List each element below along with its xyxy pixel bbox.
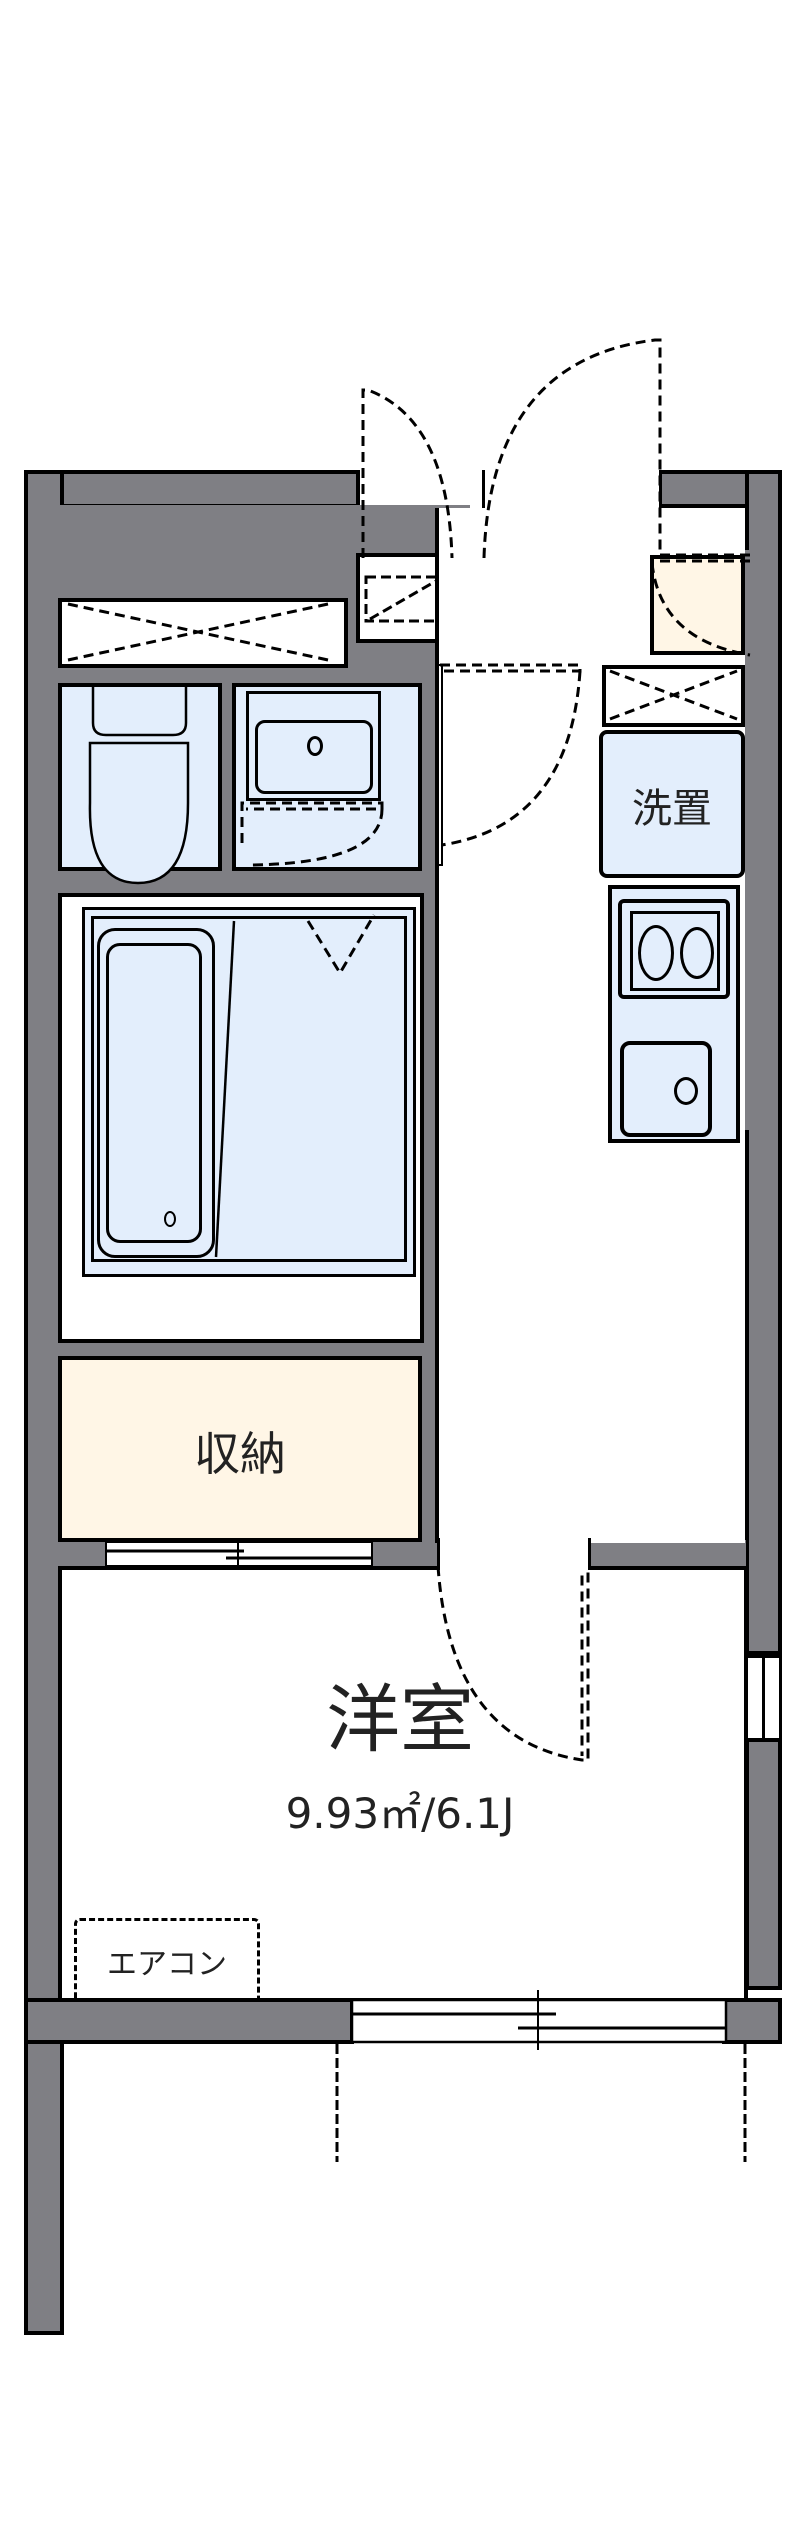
outer-wall-right-lower [745,1738,782,1990]
outer-wall-right-upper [745,470,782,1655]
balcony-outline [335,2044,747,2162]
air-conditioner-label: エアコン [107,1947,227,1982]
washroom-inner-door-swing [240,801,384,867]
drain-icon [674,1077,698,1105]
toilet-icon [88,687,190,885]
wash-basin [246,691,381,801]
burner-right-icon [680,927,714,979]
western-room [58,1566,748,2002]
closet-label: 収納 [194,1427,286,1481]
washer-space: 洗置 [599,730,745,878]
room-doorway[interactable] [437,1538,591,1570]
sink [620,1041,712,1137]
outer-wall-bottom [24,1998,354,2044]
room-door-swing [436,1565,590,1762]
small-storage [602,665,745,727]
bath-divider-lines [214,914,376,1258]
burner-left-icon [638,925,674,981]
washroom-door-swing [437,663,582,866]
closet-sliding-door[interactable] [58,1540,458,1570]
toilet-room [58,683,222,885]
upper-shelf [58,598,348,668]
bathroom [58,893,424,1343]
washer-space-label: 洗置 [632,786,712,832]
bath-unit [82,907,416,1277]
closet: 収納 [58,1356,422,1542]
bathtub-icon [97,928,215,1258]
shoe-closet-door-swing [650,553,752,657]
basin-drain-icon [307,736,323,756]
balcony-sliding-window[interactable] [350,1990,730,2050]
outer-wall-bottom-right [722,1998,782,2044]
entry-door-swings [361,338,662,559]
air-conditioner: エアコン [74,1918,260,2000]
kitchen-counter [608,885,740,1143]
shelf-cross-icon [67,602,329,662]
washroom [232,683,422,871]
western-room-area: 9.93㎡/6.1J [285,1789,515,1838]
stove [618,899,730,999]
storage-cross-icon [609,669,738,721]
tub-drain-icon [164,1211,176,1227]
side-window [745,1655,782,1741]
western-room-label: 洋室 [326,1677,474,1763]
